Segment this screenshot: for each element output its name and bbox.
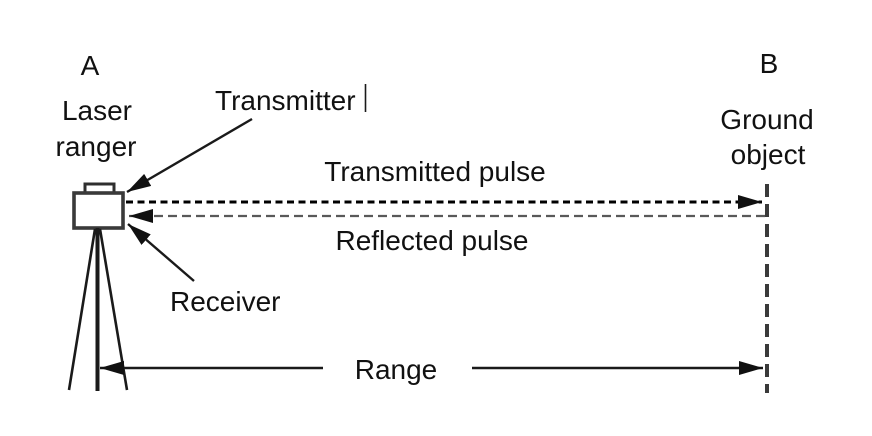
tripod-leg-left	[67, 228, 97, 391]
laser-ranger-device	[72, 182, 125, 230]
laser-ranger-label-line2: ranger	[56, 131, 137, 162]
point-a-label: A	[81, 50, 100, 81]
tripod	[67, 228, 129, 391]
transmitted-pulse-label: Transmitted pulse	[324, 156, 546, 187]
transmitter-label: Transmitter	[215, 85, 356, 116]
tripod-leg-right	[98, 228, 129, 391]
laser-ranger-label-line1: Laser	[62, 95, 132, 126]
device-body	[72, 191, 125, 230]
transmitter-arrow	[126, 117, 253, 194]
reflected-pulse-label: Reflected pulse	[335, 225, 528, 256]
point-b-label: B	[760, 48, 779, 79]
ground-object-label-line2: object	[731, 139, 806, 170]
range-label: Range	[355, 354, 438, 385]
receiver-label: Receiver	[170, 286, 280, 317]
receiver-arrow	[127, 223, 195, 282]
ground-object-label-line1: Ground	[720, 104, 813, 135]
